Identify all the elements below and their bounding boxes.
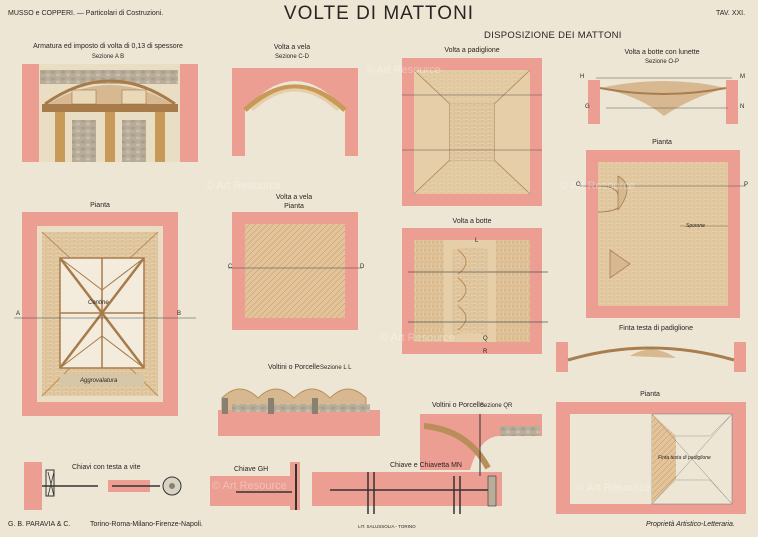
- letter-p: P: [744, 182, 749, 188]
- caption-sezione-ll: Sezione L L: [320, 365, 352, 371]
- volta-vela-section-drawing: [232, 68, 358, 156]
- caption-padiglione: Volta a padiglione: [444, 47, 500, 54]
- letter-l: L: [475, 238, 479, 244]
- padiglione-drawing: [402, 58, 542, 206]
- plate-number: TAV. XXI.: [716, 10, 746, 17]
- voltini-qr-drawing: [420, 414, 542, 476]
- letter-n: N: [740, 104, 745, 110]
- footer-rights: Proprietà Artistico-Letteraria.: [646, 521, 735, 528]
- letter-q: Q: [483, 336, 488, 342]
- note-centine: Centine: [88, 300, 109, 306]
- voltini-section-drawing: [218, 384, 380, 436]
- letter-r: R: [483, 349, 488, 355]
- letter-c: C: [228, 264, 233, 270]
- caption-sezione-ab: Sezione A B: [91, 54, 125, 60]
- lunette-plan-drawing: [580, 150, 746, 318]
- footer-publisher: G. B. PARAVIA & C.: [8, 521, 71, 528]
- watermark-6: © Art Resource: [576, 482, 651, 494]
- volta-vela-plan-drawing: [228, 212, 362, 330]
- watermark-1: © Art Resource: [206, 180, 281, 192]
- caption-chiavi: Chiavi con testa a vite: [72, 464, 141, 471]
- letter-h: H: [580, 74, 585, 80]
- watermark-4: © Art Resource: [560, 180, 635, 192]
- caption-pianta-right: Pianta: [652, 139, 672, 146]
- letter-g: G: [585, 104, 590, 110]
- letter-b: B: [177, 311, 182, 317]
- caption-sezione-cd: Sezione C-D: [274, 54, 310, 60]
- letter-o: O: [576, 182, 581, 188]
- chiave-gh-drawing: [210, 462, 300, 510]
- caption-sezione-op: Sezione O-P: [644, 59, 680, 65]
- finta-plan-drawing: [556, 402, 746, 514]
- chiavi-drawing: [24, 462, 182, 510]
- caption-volta-botte: Volta a botte: [452, 218, 492, 225]
- caption-chiave-mn: Chiave e Chiavetta MN: [390, 462, 462, 469]
- caption-sezione-qr: Sezione QR: [480, 403, 513, 409]
- caption-armatura: Armatura ed imposto di volta di 0,13 di …: [33, 43, 183, 50]
- note-sporone: Sporone: [686, 223, 705, 229]
- chiave-mn-drawing: [312, 472, 502, 514]
- caption-volta-vela-2: Volta a vela: [275, 194, 313, 201]
- watermark-5: © Art Resource: [212, 480, 287, 492]
- page-title: VOLTE DI MATTONI: [283, 3, 475, 24]
- letter-d: D: [360, 264, 365, 270]
- watermark-2: © Art Resource: [366, 64, 441, 76]
- header-left: MUSSO e COPPERI. — Particolari di Costru…: [8, 10, 164, 17]
- caption-voltini-2: Voltini o Porcelle.: [432, 402, 486, 409]
- caption-voltini: Voltini o Porcelle: [268, 364, 320, 371]
- note-finta-testa: Finta testa di padiglione: [658, 455, 711, 461]
- lunette-section-drawing: [588, 70, 738, 124]
- volta-botte-drawing: [402, 228, 548, 354]
- caption-finta: Finta testa di padiglione: [619, 325, 693, 332]
- letter-m: M: [740, 74, 745, 80]
- finta-section-drawing: [556, 342, 746, 372]
- caption-pianta-finta: Pianta: [640, 391, 660, 398]
- caption-pianta-left: Pianta: [90, 202, 110, 209]
- section-title: DISPOSIZIONE DEI MATTONI: [484, 30, 622, 41]
- caption-chiave-gh: Chiave GH: [234, 466, 269, 473]
- letter-a: A: [16, 311, 21, 317]
- caption-volta-vela: Volta a vela: [273, 44, 311, 51]
- armatura-section-drawing: [22, 64, 198, 162]
- footer-printer: LIT. SALUSSOLIA - TORINO: [358, 524, 416, 529]
- footer-cities: Torino-Roma-Milano-Firenze-Napoli.: [90, 521, 203, 528]
- note-aggrovalatura: Aggrovalatura: [80, 378, 118, 384]
- caption-lunette: Volta a botte con lunette: [624, 49, 700, 56]
- armatura-plan-drawing: [14, 212, 196, 416]
- caption-pianta-vela: Pianta: [284, 203, 304, 210]
- watermark-3: © Art Resource: [380, 332, 455, 344]
